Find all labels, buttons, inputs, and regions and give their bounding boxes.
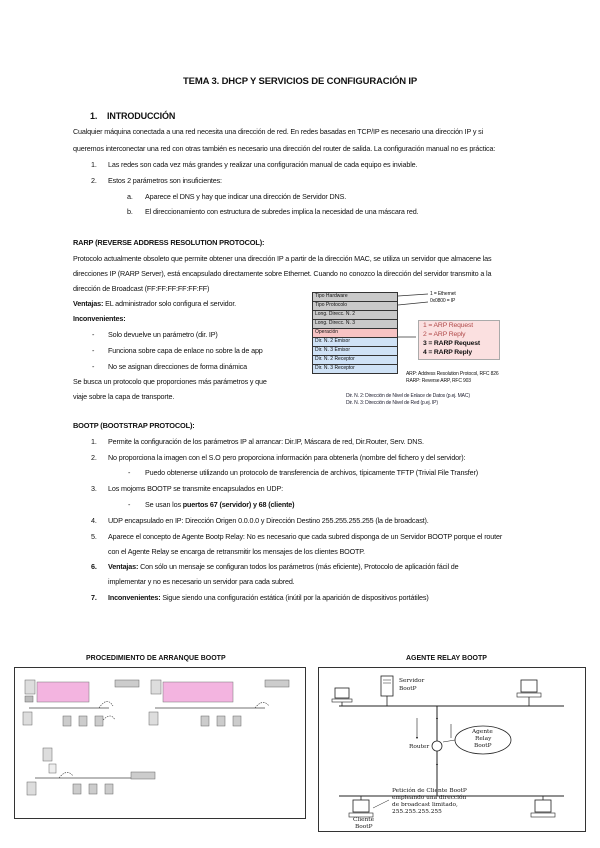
router-label: Router xyxy=(409,744,430,750)
ports-bold: puertos 67 (servidor) y 68 (cliente) xyxy=(182,500,295,509)
proto-note: 0x0800 = IP xyxy=(430,298,456,304)
intro-subitem-letter: a. xyxy=(127,192,133,201)
bootp-item-cont: implementar y no es necesario un servido… xyxy=(108,577,295,586)
rarp-ventajas-text: EL administrador solo configura el servi… xyxy=(103,299,237,308)
ports-prefix: Se usan los xyxy=(145,500,183,509)
right-figure-title: AGENTE RELAY BOOTP xyxy=(406,655,487,662)
agent-label: Agente xyxy=(472,729,493,735)
op-value: 4 = RARP Reply xyxy=(423,349,472,356)
rarp-packet-table: Tipo Hardware Tipo Protocolo Long. Direc… xyxy=(312,292,398,374)
packet-row: Long. Direcc. N. 3 xyxy=(312,320,398,329)
rfc-note: RARP: Reverse ARP, RFC 903 xyxy=(406,378,471,384)
op-value: 1 = ARP Request xyxy=(423,322,473,329)
bootp-item: UDP encapsulado en IP: Dirección Origen … xyxy=(108,516,429,525)
op-value: 3 = RARP Request xyxy=(423,340,480,347)
intro-item-number: 2. xyxy=(91,176,97,185)
intro-item: Estos 2 parámetros son insuficientes: xyxy=(108,176,222,185)
rfc-note: ARP: Address Resolution Protocol, RFC 82… xyxy=(406,371,499,377)
intro-subitem: El direccionamiento con estructura de su… xyxy=(145,207,419,216)
bootp-item-number: 3. xyxy=(91,484,97,493)
bootp-boot-figure xyxy=(14,667,306,819)
packet-legend: Dir. N. 3: Dirección de Nivel de Red (p.… xyxy=(346,400,438,406)
server-label-2: BootP xyxy=(399,686,417,692)
bootp-item: No proporciona la imagen con el S.O pero… xyxy=(108,453,466,462)
rarp-line: dirección de Broadcast (FF:FF:FF:FF:FF:F… xyxy=(73,284,210,293)
left-figure-title: PROCEDIMIENTO DE ARRANQUE BOOTP xyxy=(86,655,226,662)
rarp-line: direcciones IP (RARP Server), está encap… xyxy=(73,269,492,278)
packet-row: Dir. N. 3 Emisor xyxy=(312,347,398,356)
bootp-item-ventajas: Ventajas: Con sólo un mensaje se configu… xyxy=(108,562,459,572)
intro-item-number: 1. xyxy=(91,160,97,169)
bootp-heading: BOOTP (BOOTSTRAP PROTOCOL): xyxy=(73,421,195,430)
rarp-inconv-dash: - xyxy=(92,330,95,339)
agent-label: Relay xyxy=(475,736,492,742)
op-value: 2 = ARP Reply xyxy=(423,331,466,338)
relay-agent-diagram xyxy=(331,675,564,818)
rarp-ventajas: Ventajas: EL administrador solo configur… xyxy=(73,299,236,309)
intro-item: Las redes son cada vez más grandes y rea… xyxy=(108,160,418,169)
page-title: TEMA 3. DHCP Y SERVICIOS DE CONFIGURACIÓ… xyxy=(183,76,418,87)
packet-row: Operación xyxy=(312,329,398,338)
packet-row: Dir. N. 2 Receptor xyxy=(312,356,398,365)
operation-box: 1 = ARP Request 2 = ARP Reply 3 = RARP R… xyxy=(418,320,500,360)
request-label: de broadcast limitado, xyxy=(392,802,458,808)
bootp-item-number: 4. xyxy=(91,516,97,525)
rarp-inconv-item: No se asignan direcciones de forma dinám… xyxy=(108,362,247,371)
intro-line: queremos interconectar una red con otras… xyxy=(73,144,496,153)
packet-row: Tipo Protocolo xyxy=(312,302,398,311)
bootp-item-inconv: Inconvenientes: Sigue siendo una configu… xyxy=(108,593,429,603)
client-label-2: BootP xyxy=(355,824,373,830)
agent-label: BootP xyxy=(474,743,492,749)
packet-legend: Dir. N. 2: Dirección de Nivel de Enlace … xyxy=(346,393,470,399)
packet-row: Tipo Hardware xyxy=(312,292,398,302)
bootp-subitem: Puedo obtenerse utilizando un protocolo … xyxy=(145,468,478,477)
rarp-line: Protocolo actualmente obsoleto que permi… xyxy=(73,254,492,263)
packet-row: Dir. N. 2 Emisor xyxy=(312,338,398,347)
rarp-heading: RARP (REVERSE ADDRESS RESOLUTION PROTOCO… xyxy=(73,238,265,247)
rarp-inconv-item: Funciona sobre capa de enlace no sobre l… xyxy=(108,346,263,355)
packet-row: Long. Direcc. N. 2 xyxy=(312,311,398,320)
request-label: 255.255.255.255 xyxy=(392,809,442,815)
intro-subitem-letter: b. xyxy=(127,207,133,216)
rarp-inconv-item: Solo devuelve un parámetro (dir. IP) xyxy=(108,330,218,339)
bootp-ventajas-text: Con sólo un mensaje se configuran todos … xyxy=(138,562,459,571)
packet-row: Dir. N. 3 Receptor xyxy=(312,365,398,374)
bootp-item: Aparece el concepto de Agente Bootp Rela… xyxy=(108,532,503,541)
bootp-subitem-ports: Se usan los puertos 67 (servidor) y 68 (… xyxy=(145,500,295,510)
server-label: Servidor xyxy=(399,678,425,684)
bootp-item-number: 2. xyxy=(91,453,97,462)
rarp-inconvenientes-label: Inconvenientes: xyxy=(73,314,126,323)
bootp-item-number: 7. xyxy=(91,593,97,602)
intro-line: Cualquier máquina conectada a una red ne… xyxy=(73,127,484,136)
relay-agent-figure: Servidor BootP Router Agente Relay BootP… xyxy=(318,667,586,832)
intro-heading: INTRODUCCIÓN xyxy=(107,111,176,121)
bootp-sub-dash: - xyxy=(128,468,131,477)
request-label: Petición de Cliente BootP xyxy=(392,788,467,794)
rarp-inconv-dash: - xyxy=(92,346,95,355)
hw-note: 1 = Ethernet xyxy=(430,291,456,297)
client-label: Cliente xyxy=(353,817,375,823)
rarp-inconv-dash: - xyxy=(92,362,95,371)
bootp-inconv-text: Sigue siendo una configuración estática … xyxy=(160,593,429,602)
rarp-packet-figure: Tipo Hardware Tipo Protocolo Long. Direc… xyxy=(312,291,552,387)
bootp-inconv-label: Inconvenientes: xyxy=(108,593,161,602)
bootp-ventajas-label: Ventajas: xyxy=(108,562,139,571)
bootp-item: Permite la configuración de los parámetr… xyxy=(108,437,424,446)
intro-subitem: Aparece el DNS y hay que indicar una dir… xyxy=(145,192,347,201)
bootp-item-number: 1. xyxy=(91,437,97,446)
packet-arrows xyxy=(398,293,429,338)
rarp-closing: viaje sobre la capa de transporte. xyxy=(73,392,175,401)
bootp-item-number: 6. xyxy=(91,562,97,571)
bootp-sub-dash: - xyxy=(128,500,131,509)
boot-procedure-diagram xyxy=(22,679,290,796)
bootp-item: Los mojoms BOOTP se transmite encapsulad… xyxy=(108,484,283,493)
rarp-closing: Se busca un protocolo que proporciones m… xyxy=(73,377,267,386)
request-label: empleando una dirección xyxy=(392,795,467,801)
rarp-ventajas-label: Ventajas: xyxy=(73,299,104,308)
bootp-item-cont: con el Agente Relay se encarga de retran… xyxy=(108,547,365,556)
bootp-item-number: 5. xyxy=(91,532,97,541)
intro-heading-number: 1. xyxy=(90,111,98,121)
